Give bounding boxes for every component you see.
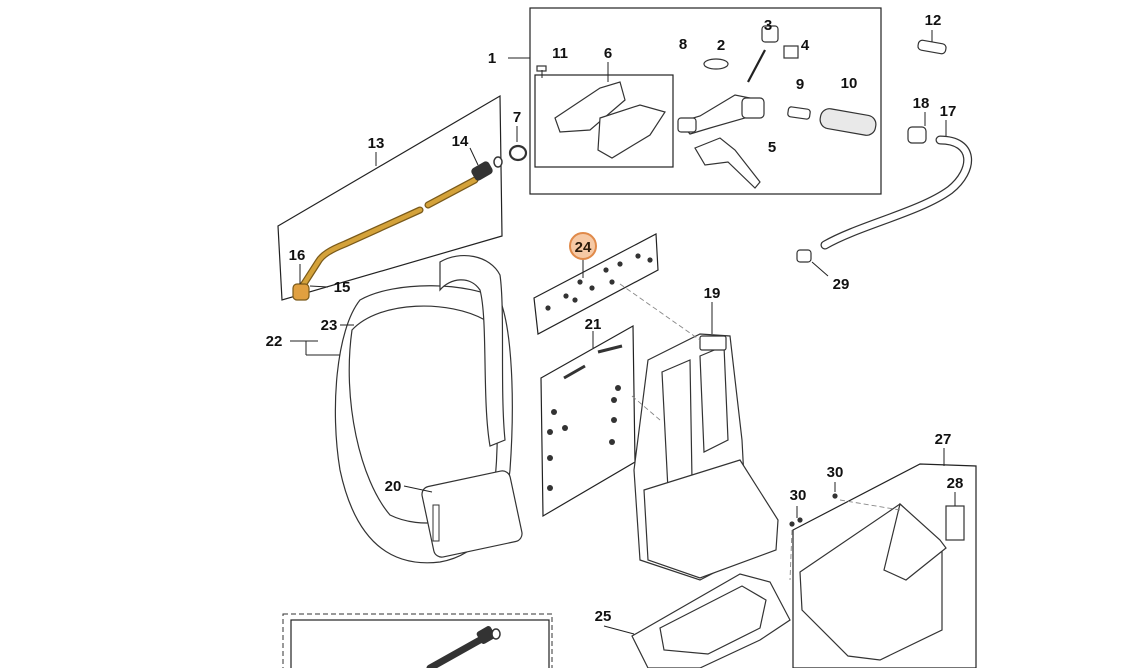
callout-16[interactable]: 16 — [289, 247, 306, 264]
callout-7[interactable]: 7 — [513, 109, 521, 126]
backpack-strap — [439, 254, 506, 447]
wand-tube-outline — [296, 206, 424, 294]
pin-part-2 — [597, 344, 623, 354]
o-ring-part — [703, 58, 729, 70]
clip-part — [783, 45, 799, 59]
callout-28[interactable]: 28 — [947, 475, 964, 492]
callout-4[interactable]: 4 — [801, 37, 810, 54]
callout-22[interactable]: 22 — [266, 333, 283, 350]
frame-group — [619, 283, 779, 581]
pocket-slot — [432, 504, 440, 542]
callout-24[interactable]: 24 — [575, 239, 592, 256]
callout-12[interactable]: 12 — [925, 12, 942, 29]
selected-callout-highlight[interactable] — [569, 232, 597, 260]
callout-9[interactable]: 9 — [796, 76, 804, 93]
hose-clamp-part — [796, 249, 812, 263]
callout-23[interactable]: 23 — [321, 317, 338, 334]
nozzle-tube-part — [787, 106, 811, 120]
frame-base — [643, 459, 779, 579]
frame-top-bracket — [699, 335, 727, 351]
callout-25[interactable]: 25 — [595, 608, 612, 625]
screw-kit-box — [533, 233, 659, 335]
cover-box — [792, 463, 977, 668]
hardware-panel-box — [540, 324, 636, 518]
wand-nozzle-part — [471, 161, 493, 181]
cover-screws — [789, 493, 838, 527]
screw-kit-screws — [545, 253, 653, 311]
callout-1[interactable]: 1 — [488, 50, 496, 67]
callout-15[interactable]: 15 — [334, 279, 351, 296]
seal-ring-part — [508, 144, 528, 162]
valve-nut-part — [677, 117, 697, 133]
label-part — [945, 505, 965, 541]
hardware-bolts — [547, 385, 621, 491]
knob-part — [761, 25, 779, 43]
hose-nut-part — [907, 126, 927, 144]
callout-27[interactable]: 27 — [935, 431, 952, 448]
callout-19[interactable]: 19 — [704, 285, 721, 302]
valve-assembly-box — [529, 7, 882, 195]
callout-14[interactable]: 14 — [452, 133, 469, 150]
callout-3[interactable]: 3 — [764, 17, 772, 34]
inset-dashed-box — [282, 613, 553, 668]
callout-2[interactable]: 2 — [717, 37, 725, 54]
callout-8[interactable]: 8 — [679, 36, 687, 53]
callout-21[interactable]: 21 — [585, 316, 602, 333]
inset-box — [290, 619, 550, 668]
screw-kit-group — [533, 233, 659, 335]
callout-10[interactable]: 10 — [841, 75, 858, 92]
trigger-part — [694, 137, 761, 189]
callout-11[interactable]: 11 — [552, 45, 568, 62]
callout-5[interactable]: 5 — [768, 139, 776, 156]
cover-group — [789, 448, 977, 668]
pin-part — [563, 364, 586, 380]
hardware-panel-group — [540, 324, 636, 518]
wand-box — [277, 94, 503, 301]
callout-17[interactable]: 17 — [940, 103, 957, 120]
callout-30-lower[interactable]: 30 — [790, 487, 807, 504]
base-tray-inner — [659, 585, 767, 655]
valve-cap-part — [741, 97, 765, 119]
callout-29[interactable]: 29 — [833, 276, 850, 293]
wand-fitting-part — [292, 283, 310, 301]
handle-half-part-2 — [597, 104, 666, 159]
frame-window-right — [699, 345, 729, 453]
grip-part — [819, 108, 877, 136]
callout-labels: 1 2 3 4 5 6 7 8 9 10 11 12 13 14 15 16 1… — [266, 12, 964, 625]
wand-group — [277, 94, 503, 301]
callout-18[interactable]: 18 — [913, 95, 930, 112]
callout-6[interactable]: 6 — [604, 45, 612, 62]
callout-20[interactable]: 20 — [385, 478, 402, 495]
valve-assembly-group — [508, 7, 882, 195]
frame-window-left — [661, 359, 693, 491]
connector-part — [917, 39, 947, 55]
callout-30-upper[interactable]: 30 — [827, 464, 844, 481]
inset-wand-part — [426, 636, 484, 668]
wand-tube-part — [297, 207, 423, 293]
backpack-group — [290, 254, 523, 564]
cover-inner-panel — [883, 502, 947, 581]
tray-group — [603, 573, 791, 668]
handle-subassembly-box — [534, 74, 674, 168]
backpack-pocket — [421, 470, 523, 558]
callout-13[interactable]: 13 — [368, 135, 385, 152]
handle-half-part — [554, 81, 626, 133]
